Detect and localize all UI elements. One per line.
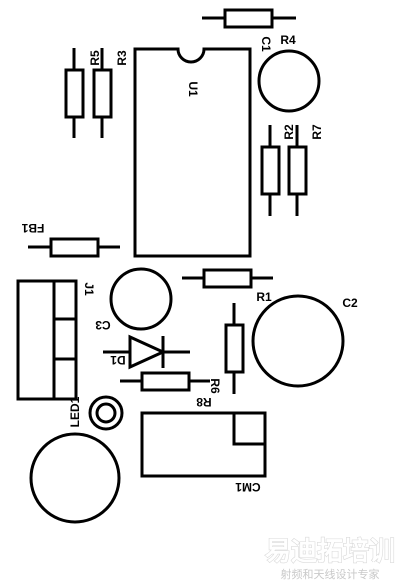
diode-d1 (103, 334, 190, 370)
label-r3: R3 (115, 50, 129, 66)
capacitor-c3 (109, 267, 173, 331)
led-led1 (88, 395, 124, 431)
label-cm1: CM1 (235, 480, 261, 494)
label-d1: D1 (110, 353, 126, 367)
resistor-r1 (182, 268, 273, 289)
resistor-r3 (92, 48, 113, 138)
label-r6: R6 (208, 378, 222, 394)
ic-u1-outline (133, 47, 252, 258)
label-r1: R1 (256, 290, 272, 304)
label-c2: C2 (342, 296, 358, 310)
watermark-subtitle: 射频和天线设计专家 (281, 567, 380, 581)
connector-j1 (16, 279, 78, 401)
resistor-r5 (64, 48, 85, 138)
resistor-top (202, 8, 296, 29)
label-fb1: FB1 (21, 221, 44, 235)
module-cm1 (140, 411, 267, 478)
resistor-r8 (120, 371, 210, 392)
label-r2: R2 (282, 124, 296, 140)
label-u1: U1 (186, 81, 200, 97)
resistor-r6 (224, 303, 245, 394)
capacitor-c1 (257, 49, 321, 113)
component-large-circle (29, 432, 121, 524)
ferrite-bead-fb1 (28, 237, 120, 258)
label-c1: C1 (259, 36, 273, 52)
label-r5: R5 (88, 50, 102, 66)
resistor-r2 (260, 125, 281, 216)
capacitor-c2 (251, 294, 345, 388)
resistor-r7 (287, 125, 308, 216)
watermark-title: 易迪拓培训 (265, 537, 395, 567)
label-c3: C3 (95, 318, 111, 332)
label-r8: R8 (196, 395, 212, 409)
label-r4: R4 (280, 33, 296, 47)
label-led1: LED1 (68, 396, 82, 427)
label-j1: J1 (82, 282, 96, 296)
label-r7: R7 (310, 124, 324, 140)
